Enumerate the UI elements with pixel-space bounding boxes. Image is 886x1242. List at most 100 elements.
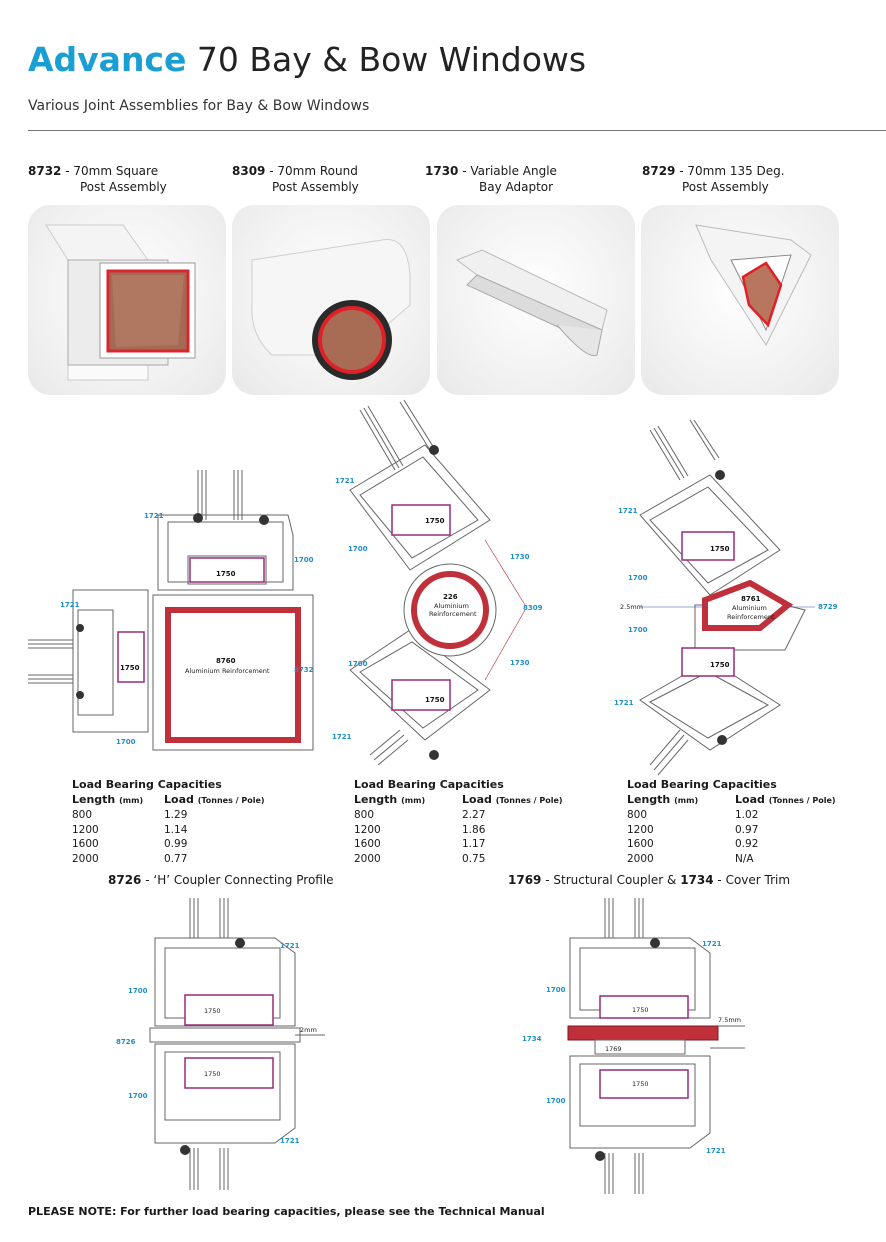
- cell-load: 0.92: [735, 838, 759, 850]
- label-1721-bottom: 1721: [614, 699, 634, 707]
- label-1700-bottom: 1700: [546, 1097, 566, 1105]
- cell-load: 1.14: [164, 823, 188, 836]
- core-line2-226: Reinforcement: [429, 610, 477, 618]
- cell-length: 1600: [627, 838, 654, 850]
- cell-length: 2000: [627, 852, 654, 865]
- core-code-8761: 8761: [741, 595, 761, 603]
- col-load: Load: [462, 792, 492, 806]
- cell-load: 0.77: [164, 852, 188, 865]
- col-load: Load: [164, 792, 194, 806]
- col-length-unit: (mm): [401, 795, 426, 805]
- label-1750-bottom: 1750: [425, 696, 445, 704]
- coupler-structural-heading: 1769 - Structural Coupler & 1734 - Cover…: [508, 872, 790, 888]
- product-heading-8309: 8309 - 70mm Round Post Assembly: [232, 163, 359, 195]
- label-1750-top: 1750: [204, 1007, 221, 1015]
- core-code-226: 226: [443, 593, 458, 601]
- col-load-unit: (Tonnes / Pole): [495, 795, 563, 805]
- label-1769: 1769: [605, 1045, 622, 1053]
- cell-load: N/A: [735, 852, 754, 865]
- core-line2-8761: Reinforcement: [727, 613, 775, 621]
- table-row: 1600 0.99: [72, 837, 312, 852]
- label-1721-bottom: 1721: [332, 733, 352, 741]
- coupler-name-2: - Cover Trim: [717, 873, 791, 887]
- cell-length: 800: [72, 809, 93, 821]
- bay-adaptor-image: [455, 249, 608, 357]
- product-code: 8309: [232, 164, 266, 178]
- core-code-8760: 8760: [216, 657, 236, 665]
- product-name: - 70mm Square: [65, 164, 159, 178]
- label-1721-top: 1721: [702, 940, 722, 948]
- label-1700-top: 1700: [628, 574, 648, 582]
- label-1721-top: 1721: [144, 512, 164, 520]
- cell-length: 800: [627, 809, 648, 821]
- label-1700-top: 1700: [546, 986, 566, 994]
- label-1730-bottom: 1730: [510, 659, 530, 667]
- page-title: Advance 70 Bay & Bow Windows: [28, 40, 586, 79]
- load-table-round: Load Bearing Capacities Length (mm)Load …: [354, 778, 594, 866]
- col-length-unit: (mm): [119, 795, 144, 805]
- label-2-5mm: 2.5mm: [620, 603, 643, 611]
- label-1750-top: 1750: [425, 517, 445, 525]
- product-name-line2: Post Assembly: [272, 180, 359, 194]
- label-7-5mm: 7.5mm: [718, 1016, 741, 1024]
- label-8729: 8729: [818, 603, 838, 611]
- label-8726: 8726: [116, 1038, 136, 1046]
- label-1721-bottom: 1721: [280, 1137, 300, 1145]
- table-row: 2000 N/A: [627, 852, 872, 867]
- photo-bay-adaptor: [437, 205, 635, 395]
- col-load: Load: [735, 792, 765, 806]
- product-name-line2: Bay Adaptor: [479, 180, 554, 194]
- diagram-h-coupler: 1721 1700 8726 1700 1721 2mm 1750 1750: [116, 898, 325, 1190]
- label-1750-left: 1750: [120, 664, 140, 672]
- label-1730-top: 1730: [510, 553, 530, 561]
- label-1700-bottom: 1700: [628, 626, 648, 634]
- label-1700-top: 1700: [348, 545, 368, 553]
- label-1721-top: 1721: [618, 507, 638, 515]
- brand-name: Advance: [28, 40, 187, 79]
- cell-load: 1.86: [462, 823, 486, 836]
- label-1750-bottom: 1750: [710, 661, 730, 669]
- cell-length: 1600: [72, 838, 99, 850]
- label-1700-bottom: 1700: [348, 660, 368, 668]
- product-code: 8729: [642, 164, 676, 178]
- col-length: Length: [627, 792, 671, 806]
- cell-length: 1600: [354, 838, 381, 850]
- label-8732: 8732: [294, 666, 314, 674]
- product-name: - 70mm 135 Deg.: [679, 164, 785, 178]
- col-load-unit: (Tonnes / Pole): [197, 795, 265, 805]
- page-subtitle: Various Joint Assemblies for Bay & Bow W…: [28, 98, 370, 114]
- core-line1-8761: Aluminium: [732, 604, 767, 612]
- core-line1-226: Aluminium: [434, 602, 469, 610]
- cell-load: 2.27: [462, 809, 486, 821]
- footer-note: PLEASE NOTE: For further load bearing ca…: [28, 1205, 545, 1218]
- product-code: 1730: [425, 164, 459, 178]
- table-row: 1200 1.14: [72, 823, 312, 838]
- cell-length: 1200: [72, 823, 99, 836]
- table-header-row: Length (mm) Load (Tonnes / Pole): [354, 793, 594, 809]
- square-post-image: [45, 224, 196, 381]
- table-heading: Load Bearing Capacities: [627, 778, 777, 791]
- label-1721-top: 1721: [280, 942, 300, 950]
- cell-load: 1.17: [462, 838, 486, 850]
- product-code: 8732: [28, 164, 62, 178]
- core-text-8760: Aluminium Reinforcement: [185, 667, 270, 675]
- product-name: - 70mm Round: [269, 164, 358, 178]
- coupler-code-1: 1769: [508, 873, 542, 887]
- title-rest: 70 Bay & Bow Windows: [196, 40, 587, 79]
- col-length: Length: [354, 792, 398, 806]
- cell-load: 1.29: [164, 809, 188, 821]
- label-1750-top: 1750: [710, 545, 730, 553]
- photo-square-post: [28, 205, 226, 395]
- label-1721-bottom: 1721: [706, 1147, 726, 1155]
- table-row: 1600 1.17: [354, 837, 594, 852]
- cell-load: 0.99: [164, 838, 188, 850]
- cell-load: 0.75: [462, 852, 486, 865]
- photo-round-post: [232, 205, 430, 395]
- coupler-h-name: - ‘H’ Coupler Connecting Profile: [145, 873, 334, 887]
- table-row: 800 1.29: [72, 808, 312, 823]
- product-heading-8732: 8732 - 70mm Square Post Assembly: [28, 163, 167, 195]
- round-post-image: [251, 238, 411, 380]
